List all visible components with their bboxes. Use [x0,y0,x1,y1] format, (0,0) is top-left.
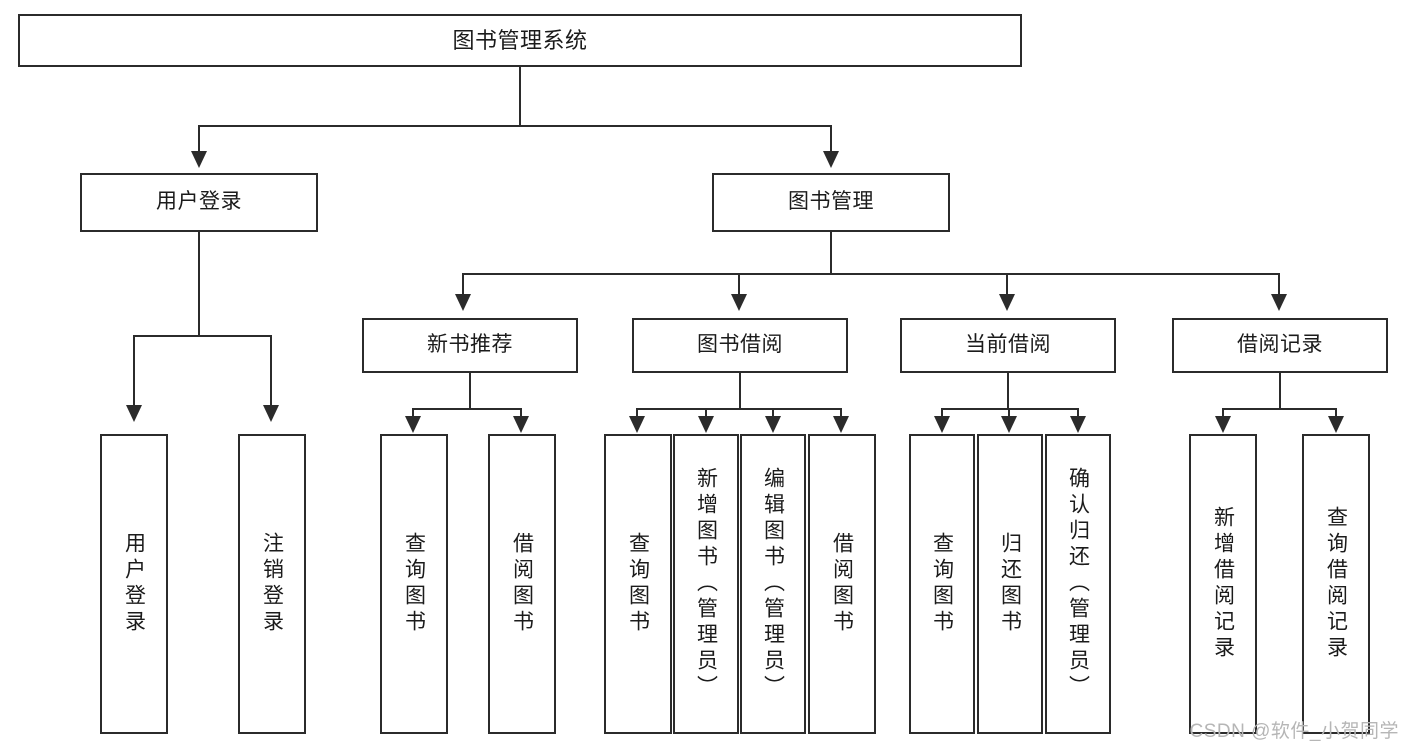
arrowhead-bb-to-leaf-3 [765,416,781,433]
leaf-book-borrow-borrow-book[interactable]: 借阅图书 [808,434,876,734]
leaf-borrow-record-add-record[interactable]: 新增借阅记录 [1189,434,1257,734]
connector-cb-to-leaf-3 [1077,408,1079,418]
csdn-watermark: CSDN @软件_小贺同学 [1189,721,1399,742]
connector-user-login-to-leaf-1 [133,335,135,407]
arrowhead-bb-to-leaf-2 [698,416,714,433]
node-label: 用户登录 [156,190,242,214]
connector-cb-to-leaf-2 [1008,408,1010,418]
leaf-label: 归还图书 [998,532,1022,636]
connector-book-borrow-bus [636,408,842,410]
node-book-borrow[interactable]: 图书借阅 [632,318,848,373]
arrowhead-bm-to-current-borrow [999,294,1015,311]
node-borrow-record[interactable]: 借阅记录 [1172,318,1388,373]
node-new-book-recommend[interactable]: 新书推荐 [362,318,578,373]
connector-bm-to-book-borrow [738,273,740,295]
node-label: 新书推荐 [427,333,513,357]
arrowhead-bb-to-leaf-1 [629,416,645,433]
node-book-management[interactable]: 图书管理 [712,173,950,232]
connector-book-management-trunk [830,232,832,274]
leaf-borrow-record-query-record[interactable]: 查询借阅记录 [1302,434,1370,734]
arrowhead-cb-to-leaf-3 [1070,416,1086,433]
connector-bb-to-leaf-1 [636,408,638,418]
leaf-label: 查询图书 [402,532,426,636]
connector-bb-to-leaf-3 [772,408,774,418]
connector-borrow-record-bus [1222,408,1337,410]
node-user-login[interactable]: 用户登录 [80,173,318,232]
leaf-label: 编辑图书（管理员） [761,467,785,701]
connector-bm-to-current-borrow [1006,273,1008,295]
leaf-label: 查询图书 [930,532,954,636]
connector-new-book-recommend-bus [412,408,522,410]
node-current-borrow[interactable]: 当前借阅 [900,318,1116,373]
connector-user-login-bus [133,335,272,337]
connector-root-to-user-login [198,125,200,153]
leaf-label: 确认归还（管理员） [1066,467,1090,701]
arrowhead-bm-to-borrow-record [1271,294,1287,311]
connector-nbr-to-leaf-1 [412,408,414,418]
arrowhead-br-to-leaf-1 [1215,416,1231,433]
leaf-user-login-login[interactable]: 用户登录 [100,434,168,734]
connector-root-trunk [519,67,521,126]
connector-user-login-trunk [198,232,200,336]
leaf-book-borrow-edit-book-admin[interactable]: 编辑图书（管理员） [740,434,806,734]
connector-bb-to-leaf-4 [840,408,842,418]
arrowhead-cb-to-leaf-1 [934,416,950,433]
arrowhead-bm-to-book-borrow [731,294,747,311]
leaf-label: 借阅图书 [830,532,854,636]
node-label: 图书管理 [788,190,874,214]
leaf-label: 新增借阅记录 [1211,506,1235,662]
arrowhead-nbr-to-leaf-2 [513,416,529,433]
connector-cb-to-leaf-1 [941,408,943,418]
leaf-label: 新增图书（管理员） [694,467,718,701]
leaf-label: 注销登录 [260,532,284,636]
leaf-label: 用户登录 [122,532,146,636]
leaf-label: 查询借阅记录 [1324,506,1348,662]
connector-br-to-leaf-2 [1335,408,1337,418]
arrowhead-user-login-to-leaf-1 [126,405,142,422]
leaf-book-borrow-add-book-admin[interactable]: 新增图书（管理员） [673,434,739,734]
connector-current-borrow-trunk [1007,373,1009,409]
node-label: 当前借阅 [965,333,1051,357]
connector-book-borrow-trunk [739,373,741,409]
leaf-user-login-logout[interactable]: 注销登录 [238,434,306,734]
arrowhead-bm-to-new-book-recommend [455,294,471,311]
connector-bb-to-leaf-2 [705,408,707,418]
connector-new-book-recommend-trunk [469,373,471,409]
arrowhead-br-to-leaf-2 [1328,416,1344,433]
leaf-new-book-recommend-query-book[interactable]: 查询图书 [380,434,448,734]
arrowhead-root-to-user-login [191,151,207,168]
arrowhead-root-to-book-management [823,151,839,168]
node-root-book-management-system[interactable]: 图书管理系统 [18,14,1022,67]
connector-book-management-bus [462,273,1280,275]
leaf-current-borrow-return-book[interactable]: 归还图书 [977,434,1043,734]
leaf-label: 查询图书 [626,532,650,636]
leaf-new-book-recommend-borrow-book[interactable]: 借阅图书 [488,434,556,734]
connector-nbr-to-leaf-2 [520,408,522,418]
connector-br-to-leaf-1 [1222,408,1224,418]
leaf-current-borrow-confirm-return-admin[interactable]: 确认归还（管理员） [1045,434,1111,734]
node-label: 图书借阅 [697,333,783,357]
arrowhead-nbr-to-leaf-1 [405,416,421,433]
connector-bm-to-new-book-recommend [462,273,464,295]
arrowhead-user-login-to-leaf-2 [263,405,279,422]
leaf-current-borrow-query-book[interactable]: 查询图书 [909,434,975,734]
node-label: 借阅记录 [1237,333,1323,357]
node-label: 图书管理系统 [452,27,588,53]
arrowhead-bb-to-leaf-4 [833,416,849,433]
connector-root-bus [198,125,832,127]
arrowhead-cb-to-leaf-2 [1001,416,1017,433]
leaf-book-borrow-query-book[interactable]: 查询图书 [604,434,672,734]
connector-borrow-record-trunk [1279,373,1281,409]
connector-root-to-book-management [830,125,832,153]
connector-bm-to-borrow-record [1278,273,1280,295]
connector-user-login-to-leaf-2 [270,335,272,407]
connector-current-borrow-bus [941,408,1079,410]
leaf-label: 借阅图书 [510,532,534,636]
